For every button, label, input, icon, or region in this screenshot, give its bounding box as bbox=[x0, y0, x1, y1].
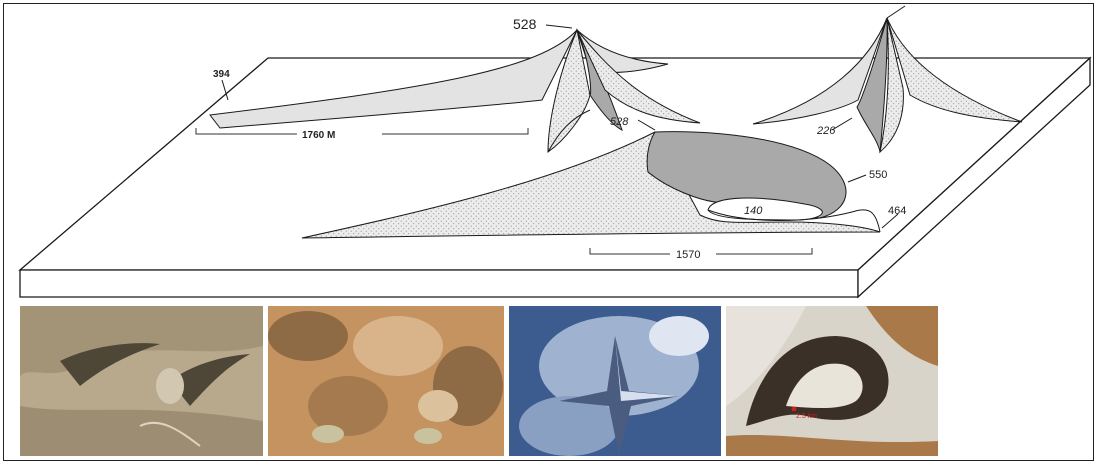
label-peak-left: 528 bbox=[513, 16, 537, 32]
satellite-photo-3 bbox=[509, 306, 721, 456]
arrow-peak-left bbox=[546, 25, 572, 28]
photo-4-marker-label: 2.5 km bbox=[796, 413, 817, 420]
photo-1-image bbox=[20, 306, 263, 456]
label-toe-center: 464 bbox=[888, 205, 906, 217]
photo-2-image bbox=[268, 306, 504, 456]
label-length-left: 1760 M bbox=[302, 130, 335, 141]
label-length-center: 1570 bbox=[676, 249, 700, 261]
label-hollow-center: 140 bbox=[744, 205, 763, 217]
satellite-photo-4: 2.5 km bbox=[726, 306, 938, 456]
ground-front-face bbox=[20, 270, 858, 297]
label-ridge-center: 550 bbox=[869, 169, 887, 181]
label-peak-center: 528 bbox=[610, 116, 629, 128]
star-dune-block-diagram: 528 394 1760 M 226 528 550 140 464 1570 bbox=[0, 0, 1099, 300]
label-arm-left: 394 bbox=[213, 69, 230, 80]
label-peak-right-arm: 226 bbox=[816, 125, 836, 137]
satellite-photo-1 bbox=[20, 306, 263, 456]
right-dune-top-arrow bbox=[887, 6, 905, 18]
satellite-photo-2 bbox=[268, 306, 504, 456]
photo-4-image: 2.5 km bbox=[726, 306, 938, 456]
photo-3-image bbox=[509, 306, 721, 456]
